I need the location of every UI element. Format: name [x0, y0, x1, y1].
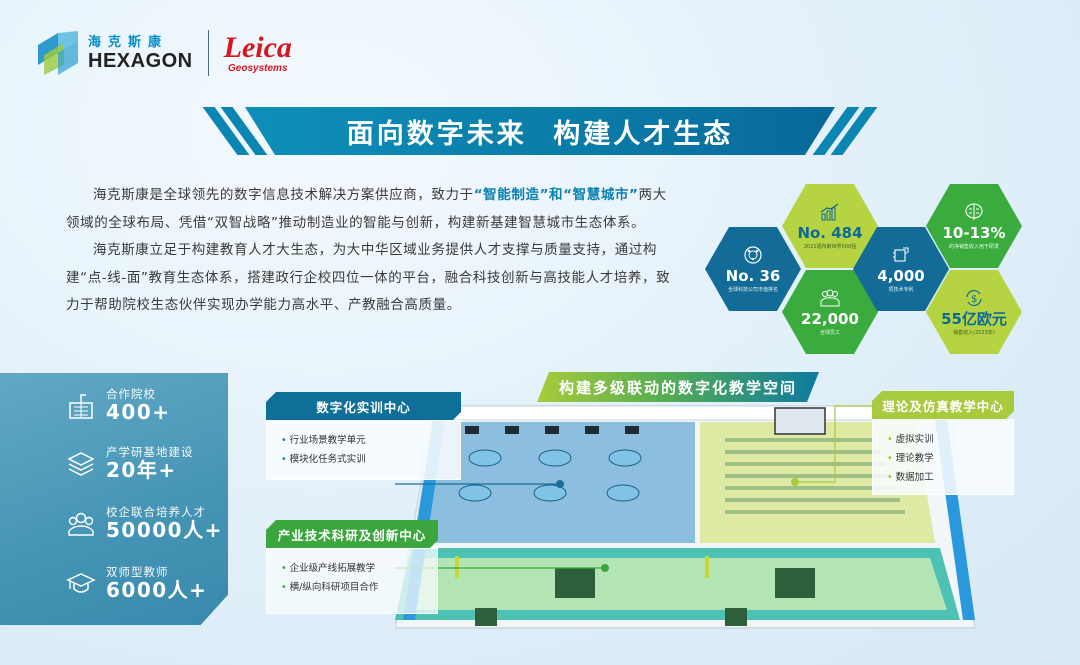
stat-joint-training: 校企联合培养人才 50000人+ [66, 505, 223, 543]
page-title: 面向数字未来 构建人才生态 [346, 118, 734, 150]
hex-value: No. 484 [797, 223, 863, 242]
hexagon-en-name: HEXAGON [88, 49, 193, 72]
card-item: 理论教学 [887, 449, 999, 468]
intro-text: 海克斯康是全球领先的数字信息技术解决方案供应商，致力于“智能制造”和“智慧城市”… [66, 182, 676, 320]
banner-body: 面向数字未来 构建人才生态 [245, 107, 835, 155]
hex-value: 10-13% [942, 223, 1006, 242]
title-banner: 面向数字未来 构建人才生态 [202, 105, 878, 157]
globe-network-icon [744, 246, 762, 264]
patent-chip-icon [893, 247, 909, 262]
stat-value: 50000人+ [106, 518, 223, 543]
hex-stat-rd: 10-13% 的净销售收入用于研发 [926, 184, 1022, 268]
stat-label: 校企联合培养人才 [106, 505, 206, 519]
card-item: 横/纵向科研项目合作 [281, 578, 423, 597]
leica-subtitle: Geosystems [228, 62, 288, 74]
card-item: 虚拟实训 [887, 430, 999, 449]
card-title: 理论及仿真教学中心 [872, 391, 1014, 419]
stat-value: 20年+ [106, 458, 177, 483]
stat-value: 400+ [106, 400, 171, 425]
card-industry-research-center: 产业技术科研及创新中心 企业级产线拓展教学 横/纵向科研项目合作 [266, 520, 438, 614]
card-title: 数字化实训中心 [266, 392, 461, 420]
svg-text:$: $ [971, 294, 977, 305]
card-theory-simulation-center: 理论及仿真教学中心 虚拟实训 理论教学 数据加工 [872, 391, 1014, 495]
hex-stat-patents: 4,000 项技术专利 [853, 227, 949, 311]
header-logos: 海克斯康 HEXAGON Leica Geosystems [38, 28, 292, 78]
card-title: 产业技术科研及创新中心 [266, 520, 438, 548]
stat-label: 双师型教师 [106, 565, 169, 579]
leica-logo: Leica Geosystems [223, 30, 292, 74]
intro-paragraph-1: 海克斯康是全球领先的数字信息技术解决方案供应商，致力于“智能制造”和“智慧城市”… [66, 187, 667, 231]
hex-stat-market-rank: No. 36 全球科技公司市值排名 [705, 227, 801, 311]
hex-stat-revenue: $ 55亿欧元 销售收入(2023年) [926, 270, 1022, 354]
hex-value: No. 36 [725, 266, 781, 285]
hex-value: 4,000 [877, 266, 925, 285]
people-group-icon [68, 512, 94, 536]
hex-caption: 全球科技公司市值排名 [727, 287, 778, 294]
school-building-icon [69, 394, 93, 419]
leica-wordmark: Leica [223, 30, 292, 64]
stat-research-base: 产学研基地建设 20年+ [66, 445, 194, 483]
stat-partner-schools: 合作院校 400+ [66, 387, 171, 425]
intro-highlight: “智能制造”和“智慧城市” [473, 187, 639, 203]
card-item: 企业级产线拓展教学 [281, 559, 423, 578]
card-item: 模块化任务式实训 [281, 450, 446, 469]
stat-label: 合作院校 [106, 387, 156, 401]
bar-chart-growth-icon [820, 203, 839, 221]
card-digital-training-center: 数字化实训中心 行业场景教学单元 模块化任务式实训 [266, 392, 461, 480]
stat-label: 产学研基地建设 [106, 445, 194, 459]
hex-caption: 的净销售收入用于研发 [948, 244, 999, 251]
teaching-space-title: 构建多级联动的数字化教学空间 [537, 372, 819, 402]
stats-panel [0, 373, 228, 625]
logo-divider [207, 30, 209, 76]
hex-value: 55亿欧元 [941, 309, 1007, 328]
layers-icon [67, 452, 95, 476]
hexagon-logo-icon [38, 31, 78, 75]
card-item: 数据加工 [887, 468, 999, 487]
hex-caption: 全球员工 [819, 330, 840, 337]
brain-icon [965, 203, 983, 220]
currency-exchange-icon: $ [966, 289, 982, 306]
stat-dual-teachers: 双师型教师 6000人+ [66, 565, 208, 603]
stat-value: 6000人+ [106, 578, 208, 603]
graduation-cap-icon [66, 573, 96, 593]
intro-paragraph-2: 海克斯康立足于构建教育人才大生态，为大中华区域业务提供人才支撑与质量支持，通过构… [66, 242, 671, 313]
hex-caption: 销售收入(2023年) [953, 330, 995, 337]
hex-caption: 2021福布斯世界500强 [803, 244, 857, 251]
card-item: 行业场景教学单元 [281, 431, 446, 450]
hex-value: 22,000 [801, 309, 859, 328]
hexagon-cn-name: 海克斯康 [88, 34, 169, 50]
people-group-icon [820, 289, 840, 307]
hex-caption: 项技术专利 [888, 287, 914, 294]
